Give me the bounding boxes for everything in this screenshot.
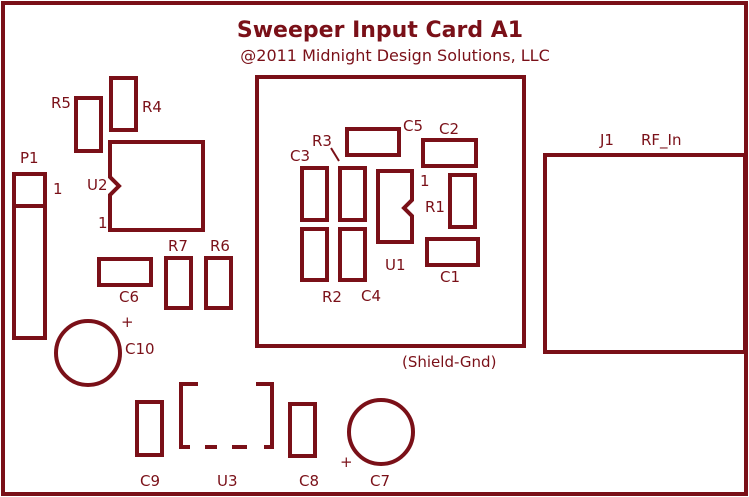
- p1-pin1-label: 1: [53, 180, 63, 198]
- j1-label: J1: [599, 131, 614, 149]
- c2-label: C2: [439, 120, 459, 138]
- shield-outline: [255, 75, 526, 348]
- u2-label: U2: [87, 176, 108, 194]
- c1-label: C1: [440, 268, 460, 286]
- c10-plus-label: +: [121, 313, 134, 331]
- r3-footprint: [338, 166, 367, 222]
- c5-label: C5: [403, 117, 423, 135]
- c7-plus-label: +: [340, 453, 353, 471]
- r3-label: R3: [312, 132, 332, 150]
- shield-label: (Shield-Gnd): [402, 353, 496, 371]
- c7-footprint: [347, 398, 415, 466]
- p1-label: P1: [20, 149, 39, 167]
- c4-footprint: [338, 227, 367, 282]
- r5-label: R5: [51, 94, 71, 112]
- r5-footprint: [74, 96, 103, 153]
- r2-footprint: [300, 227, 329, 282]
- c6-footprint: [97, 257, 153, 287]
- c4-label: C4: [361, 287, 381, 305]
- r7-footprint: [164, 256, 193, 310]
- u1-pin1-label: 1: [420, 172, 430, 190]
- j1-footprint: [543, 153, 747, 354]
- rf-in-label: RF_In: [641, 131, 681, 150]
- u3-label: U3: [217, 472, 238, 490]
- u1-footprint: [376, 169, 414, 244]
- c6-label: C6: [119, 288, 139, 306]
- c7-label: C7: [370, 472, 390, 490]
- c3-footprint: [300, 166, 329, 222]
- u2-footprint: [108, 140, 205, 232]
- c10-label: C10: [125, 340, 155, 358]
- r1-footprint: [448, 173, 477, 229]
- u3-footprint: [179, 382, 274, 449]
- copyright-text: @2011 Midnight Design Solutions, LLC: [240, 46, 549, 65]
- u2-pin1-label: 1: [98, 214, 108, 232]
- r3-pointer-line: [330, 147, 340, 162]
- c2-footprint: [421, 138, 478, 168]
- c10-footprint: [54, 319, 122, 387]
- r4-label: R4: [142, 98, 162, 116]
- r4-footprint: [109, 76, 138, 132]
- c3-label: C3: [290, 147, 310, 165]
- u1-label: U1: [385, 256, 406, 274]
- c5-footprint: [345, 127, 401, 157]
- p1-connector: [12, 172, 47, 340]
- c8-footprint: [288, 402, 317, 458]
- c8-label: C8: [299, 472, 319, 490]
- r6-label: R6: [210, 237, 230, 255]
- board-title: Sweeper Input Card A1: [237, 18, 523, 43]
- c9-footprint: [135, 400, 164, 457]
- r2-label: R2: [322, 288, 342, 306]
- r6-footprint: [204, 256, 233, 310]
- c1-footprint: [425, 237, 480, 267]
- r7-label: R7: [168, 237, 188, 255]
- c9-label: C9: [140, 472, 160, 490]
- r1-label: R1: [425, 198, 445, 216]
